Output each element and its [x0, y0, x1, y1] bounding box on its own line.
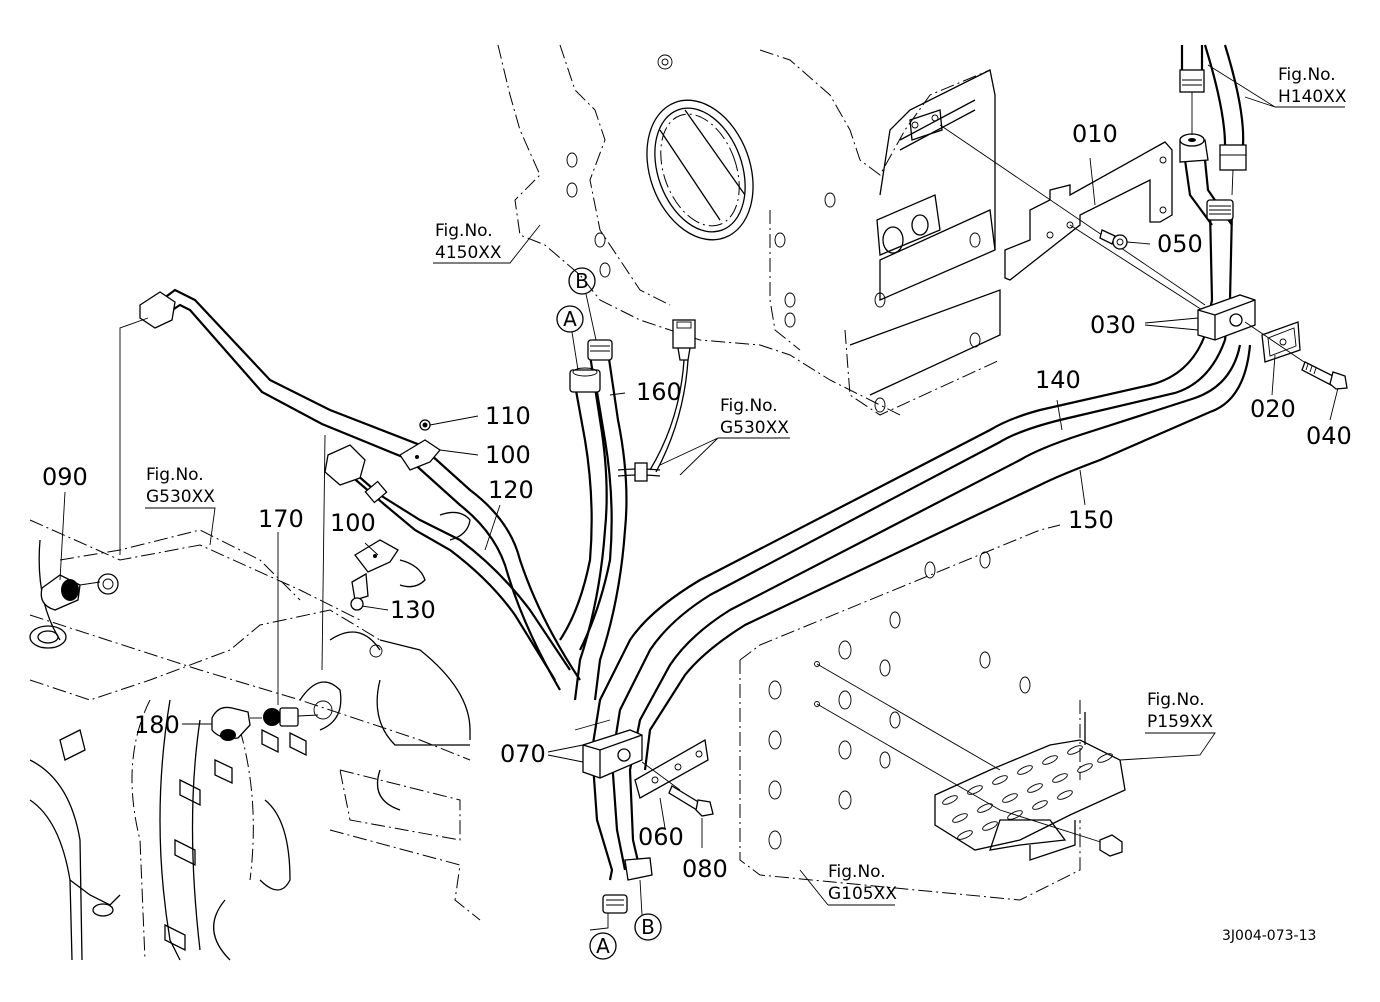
- connection-marker-labels: B A A B: [563, 269, 655, 958]
- label-150: 150: [1068, 506, 1114, 534]
- connection-marker-circles: [556, 267, 662, 960]
- bolt-040: [1301, 361, 1348, 390]
- fitting-170: [263, 707, 319, 727]
- label-060: 060: [638, 823, 684, 851]
- marker-top-b: B: [575, 269, 589, 293]
- figref-g530-left-line2[interactable]: G530XX: [146, 487, 215, 507]
- clamp-030: [1197, 294, 1256, 341]
- bolt-080: [668, 785, 714, 817]
- label-160: 160: [636, 378, 682, 406]
- label-050: 050: [1157, 230, 1203, 258]
- figref-g530-left-line1[interactable]: Fig.No.: [146, 465, 204, 485]
- label-010: 010: [1072, 120, 1118, 148]
- figure-reference-labels: Fig.No. H140XX Fig.No. 4150XX Fig.No. G5…: [146, 65, 1347, 904]
- figref-p159-line2[interactable]: P159XX: [1147, 712, 1213, 732]
- pipe-120-nut-icon: [139, 291, 176, 329]
- figref-g530-right-line2[interactable]: G530XX: [720, 418, 789, 438]
- leader-lines: [59, 157, 1339, 848]
- pipe-140-150: [590, 133, 1252, 881]
- step-plate-slots: [942, 745, 1113, 840]
- bottom-fittings: [589, 857, 653, 931]
- label-040: 040: [1306, 422, 1352, 450]
- transmission-housing-phantom: [29, 519, 481, 961]
- bolt-050: [1099, 229, 1128, 250]
- marker-top-a: A: [563, 307, 577, 331]
- label-130: 130: [390, 596, 436, 624]
- hose-h140: [1179, 44, 1247, 196]
- fitting-180: [211, 706, 262, 741]
- plate-020: [1244, 321, 1311, 367]
- part-number-labels: 010 020 030 040 050 060 070 080 090 100 …: [42, 120, 1352, 883]
- figref-h140-line2[interactable]: H140XX: [1278, 87, 1347, 107]
- frame-plate-phantom: [739, 524, 1081, 901]
- label-020: 020: [1250, 395, 1296, 423]
- label-120: 120: [488, 476, 534, 504]
- marker-bottom-b: B: [641, 915, 655, 939]
- figref-4150-line1[interactable]: Fig.No.: [435, 221, 493, 241]
- pipe-120: [119, 288, 581, 691]
- figref-g105-line1[interactable]: Fig.No.: [828, 862, 886, 882]
- label-090: 090: [42, 463, 88, 491]
- fitting-090: [40, 573, 119, 611]
- plate-060: [634, 738, 709, 799]
- engine-block-phantom: [497, 44, 1001, 416]
- figref-g530-right-line1[interactable]: Fig.No.: [720, 396, 778, 416]
- clamp-100-upper: [399, 419, 441, 471]
- label-100-lower: 100: [330, 509, 376, 537]
- figref-4150-line2[interactable]: 4150XX: [435, 243, 502, 263]
- label-070: 070: [500, 740, 546, 768]
- step-plate: [934, 712, 1126, 861]
- label-180: 180: [134, 711, 180, 739]
- figref-h140-line1[interactable]: Fig.No.: [1278, 65, 1336, 85]
- label-030: 030: [1090, 311, 1136, 339]
- figure-ref-leaders: [145, 64, 1345, 906]
- clamp-070: [574, 719, 643, 779]
- label-170: 170: [258, 505, 304, 533]
- clamp-100-lower: [350, 539, 426, 611]
- label-110: 110: [485, 402, 531, 430]
- marker-bottom-a: A: [596, 934, 610, 958]
- label-080: 080: [682, 855, 728, 883]
- figref-p159-line1[interactable]: Fig.No.: [1147, 690, 1205, 710]
- label-140: 140: [1035, 366, 1081, 394]
- drawing-code: 3J004-073-13: [1222, 928, 1316, 944]
- step-bolt-icon: [1099, 834, 1123, 857]
- figref-g105-line2[interactable]: G105XX: [828, 884, 897, 904]
- bracket-010: [939, 124, 1211, 316]
- label-100-upper: 100: [485, 441, 531, 469]
- hose-160: [559, 319, 696, 701]
